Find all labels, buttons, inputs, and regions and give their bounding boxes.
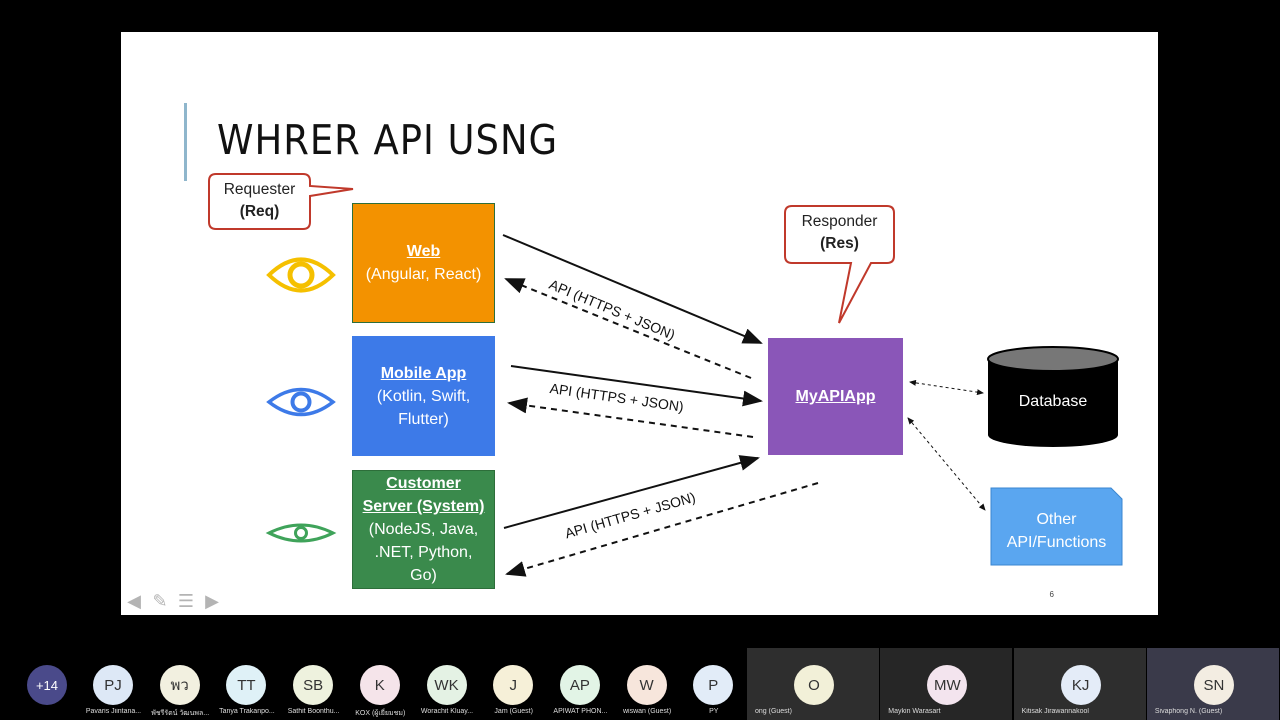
avatar: K bbox=[359, 665, 400, 705]
responder-abbrev: (Res) bbox=[820, 235, 859, 252]
eye-icon-mobile bbox=[266, 387, 336, 417]
arrow-mobile-response bbox=[507, 397, 754, 438]
arrow-server-request bbox=[503, 455, 760, 529]
participant-name: Sivaphong N. (Guest) bbox=[1154, 708, 1223, 715]
participant-tile[interactable]: AP APIWAT PHON... bbox=[547, 648, 614, 720]
avatar: SN bbox=[1193, 665, 1234, 705]
participant-name: พัชรีรัตน์ วัฒนพล... bbox=[151, 710, 210, 717]
more-count-badge: +14 bbox=[27, 665, 67, 705]
web-subtitle: (Angular, React) bbox=[365, 266, 482, 283]
participant-name: PY bbox=[709, 708, 719, 715]
web-box: Web (Angular, React) bbox=[352, 203, 495, 323]
customer-server-box: Customer Server (System) (NodeJS, Java, … bbox=[352, 470, 495, 589]
participant-name: Worachit Kluay... bbox=[420, 708, 474, 715]
menu-icon[interactable]: ☰ bbox=[177, 590, 195, 612]
participant-name: ong (Guest) bbox=[755, 708, 792, 715]
participant-name: Tanya Trakanpo... bbox=[219, 708, 275, 715]
database-icon bbox=[987, 346, 1119, 447]
other-api-shape bbox=[990, 487, 1123, 566]
avatar: J bbox=[493, 665, 534, 705]
database-label: Database bbox=[1018, 393, 1088, 410]
avatar: WK bbox=[426, 665, 467, 705]
slide-title: WHRER API USNG bbox=[217, 116, 559, 164]
page-number: 6 bbox=[1049, 590, 1054, 599]
participant-tile[interactable]: J Jam (Guest) bbox=[480, 648, 547, 720]
avatar: AP bbox=[559, 665, 600, 705]
participant-tile[interactable]: SB Sathit Boonthu... bbox=[280, 648, 347, 720]
arrow-left-icon[interactable]: ◀ bbox=[127, 590, 141, 612]
avatar: พว bbox=[159, 665, 200, 705]
participant-tile[interactable]: K KOX (ผู้เยี่ยมชม) bbox=[347, 648, 414, 720]
participant-video-tile[interactable]: SN Sivaphong N. (Guest) bbox=[1146, 648, 1279, 720]
participant-tile[interactable]: WK Worachit Kluay... bbox=[414, 648, 481, 720]
participant-name: Pavaris Jiintana... bbox=[85, 708, 142, 715]
avatar: TT bbox=[226, 665, 267, 705]
title-accent-bar bbox=[184, 103, 187, 181]
arrow-web-request bbox=[502, 234, 763, 344]
avatar: SB bbox=[293, 665, 334, 705]
other-api-label: Other API/Functions bbox=[991, 508, 1122, 554]
mobile-subtitle-1: (Kotlin, Swift, bbox=[376, 387, 471, 405]
server-subtitle-1: (NodeJS, Java, bbox=[368, 521, 479, 538]
other-label-line2: API/Functions bbox=[1006, 534, 1107, 551]
participant-tile[interactable]: พวพัชรีรัตน์ วัฒนพล... bbox=[147, 648, 214, 720]
requester-abbrev: (Req) bbox=[239, 203, 280, 220]
server-subtitle-3: Go) bbox=[410, 567, 437, 584]
participant-name: KOX (ผู้เยี่ยมชม) bbox=[355, 710, 406, 717]
participant-tile[interactable]: TT Tanya Trakanpo... bbox=[213, 648, 280, 720]
server-title-2: Server (System) bbox=[362, 498, 485, 515]
more-participants-button[interactable]: +14 bbox=[14, 648, 81, 720]
server-subtitle-2: .NET, Python, bbox=[374, 544, 473, 561]
participant-video-tile[interactable]: KJ Kitisak Jirawannakool bbox=[1013, 648, 1146, 720]
responder-callout: Responder (Res) bbox=[785, 211, 894, 255]
presentation-slide: WHRER API USNG bbox=[121, 32, 1158, 615]
arrow-other-link bbox=[907, 417, 986, 511]
myapiapp-box: MyAPIApp bbox=[768, 338, 903, 455]
eye-icon-server bbox=[265, 523, 337, 543]
requester-callout-shape bbox=[208, 173, 354, 230]
slide-nav-toolbar: ◀ ✎ ☰ ▶ bbox=[123, 590, 223, 612]
avatar: P bbox=[693, 665, 734, 705]
arrow-mobile-request bbox=[510, 365, 763, 407]
responder-label: Responder bbox=[801, 213, 878, 230]
responder-callout-shape bbox=[784, 205, 895, 324]
participant-name: Kitisak Jirawannakool bbox=[1021, 708, 1089, 715]
participant-name: Maykin Warasart bbox=[888, 708, 941, 715]
server-title-1: Customer bbox=[386, 475, 461, 492]
requester-callout: Requester (Req) bbox=[209, 179, 310, 223]
myapiapp-title: MyAPIApp bbox=[795, 388, 876, 405]
arrow-web-response bbox=[504, 278, 752, 379]
participant-tile[interactable]: P PY bbox=[680, 648, 747, 720]
arrow-db-link bbox=[909, 379, 984, 396]
avatar: MW bbox=[927, 665, 968, 705]
requester-label: Requester bbox=[223, 181, 296, 198]
arrow-right-icon[interactable]: ▶ bbox=[205, 590, 219, 612]
web-title: Web bbox=[406, 243, 441, 260]
participant-name: APIWAT PHON... bbox=[553, 708, 608, 715]
mobile-app-box: Mobile App (Kotlin, Swift, Flutter) bbox=[352, 336, 495, 456]
avatar: O bbox=[794, 665, 834, 705]
pencil-icon[interactable]: ✎ bbox=[152, 590, 168, 612]
participant-name: Sathit Boonthu... bbox=[287, 708, 340, 715]
participant-name: wiswan (Guest) bbox=[622, 708, 672, 715]
mobile-title: Mobile App bbox=[380, 364, 467, 382]
avatar: KJ bbox=[1060, 665, 1101, 705]
avatar: PJ bbox=[93, 665, 133, 705]
participant-name: Jam (Guest) bbox=[494, 708, 533, 715]
mobile-subtitle-2: Flutter) bbox=[398, 410, 449, 428]
participant-tile[interactable]: PJ Pavaris Jiintana... bbox=[80, 648, 147, 720]
participant-video-tile[interactable]: MW Maykin Warasart bbox=[880, 648, 1013, 720]
other-label-line1: Other bbox=[1036, 511, 1077, 528]
eye-icon-web bbox=[266, 257, 336, 293]
avatar: W bbox=[626, 665, 667, 705]
diagram-graphics bbox=[208, 173, 1123, 577]
